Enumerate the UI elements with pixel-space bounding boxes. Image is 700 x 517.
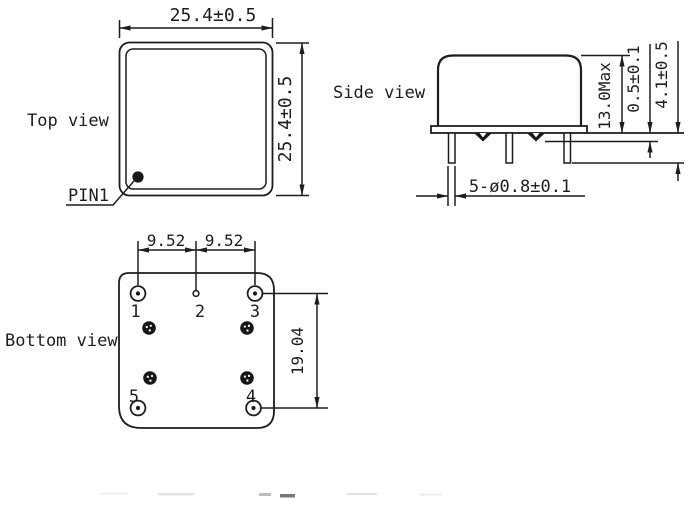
- pin: [505, 132, 514, 164]
- pin-number-4: 4: [246, 387, 256, 407]
- pin-number-5: 5: [129, 387, 139, 407]
- pin-hole-3: [246, 285, 264, 302]
- artifact-smudge: [280, 494, 295, 498]
- pin-diameter-dim: 5-ø0.8±0.1: [469, 177, 571, 197]
- package-outline-inner: [125, 48, 267, 190]
- artifact-smudge: [420, 493, 442, 496]
- pin-hole-center: [251, 405, 256, 411]
- side-view-label: Side view: [333, 83, 426, 103]
- pin: [447, 132, 456, 164]
- pin-hole-center: [252, 291, 258, 296]
- side-view: Side view 13.0Max 0.5±0.1 4.1±0.5: [333, 41, 684, 206]
- pitch-dim-2: 9.52: [205, 231, 244, 250]
- pitch-dim-1: 9.52: [147, 231, 186, 250]
- top-view-label: Top view: [27, 111, 110, 131]
- package-outline-outer: [118, 41, 274, 197]
- body-height-dim: 13.0Max: [595, 62, 614, 130]
- artifact-smudge: [347, 493, 377, 495]
- package-bottom-outline: [118, 272, 275, 429]
- pin-number-1: 1: [130, 302, 140, 322]
- weld-spot: [143, 371, 157, 385]
- artifact-smudge: [100, 492, 128, 495]
- top-height-dim: 25.4±0.5: [275, 76, 296, 163]
- pin-hole-4: [245, 399, 262, 417]
- standoff-bump-notch: [532, 133, 540, 138]
- faint-print-artifacts: [100, 492, 442, 498]
- bottom-view-label: Bottom view: [5, 331, 118, 351]
- standoff-bump-notch: [479, 133, 487, 138]
- weld-spot: [240, 371, 254, 385]
- pin-number-2: 2: [195, 302, 205, 322]
- pin-hole-center: [135, 405, 141, 411]
- pin-number-3: 3: [250, 302, 260, 322]
- pin-hole-center: [135, 291, 141, 296]
- weld-spot: [240, 321, 254, 335]
- bottom-view: Bottom view: [5, 231, 328, 429]
- package-body: [436, 54, 583, 126]
- pin1-label: PIN1: [68, 186, 109, 206]
- pin-hole-5: [129, 399, 147, 417]
- pin: [563, 132, 572, 164]
- top-view: Top view PIN1 25.4±0.5 25.4±0.5: [27, 5, 309, 206]
- pin-length-dim: 4.1±0.5: [652, 41, 671, 108]
- base-flange: [430, 125, 588, 134]
- row-spacing-dim: 19.04: [288, 327, 307, 375]
- pin-hole-2: [192, 289, 200, 298]
- pin-hole-1: [129, 285, 147, 302]
- top-width-dim: 25.4±0.5: [170, 5, 257, 26]
- artifact-smudge: [158, 493, 194, 496]
- pin1-dot: [132, 171, 144, 183]
- standoff-dim: 0.5±0.1: [624, 45, 643, 112]
- pin1-leader-line: [66, 180, 135, 206]
- artifact-smudge: [259, 493, 271, 496]
- weld-spot: [142, 321, 156, 335]
